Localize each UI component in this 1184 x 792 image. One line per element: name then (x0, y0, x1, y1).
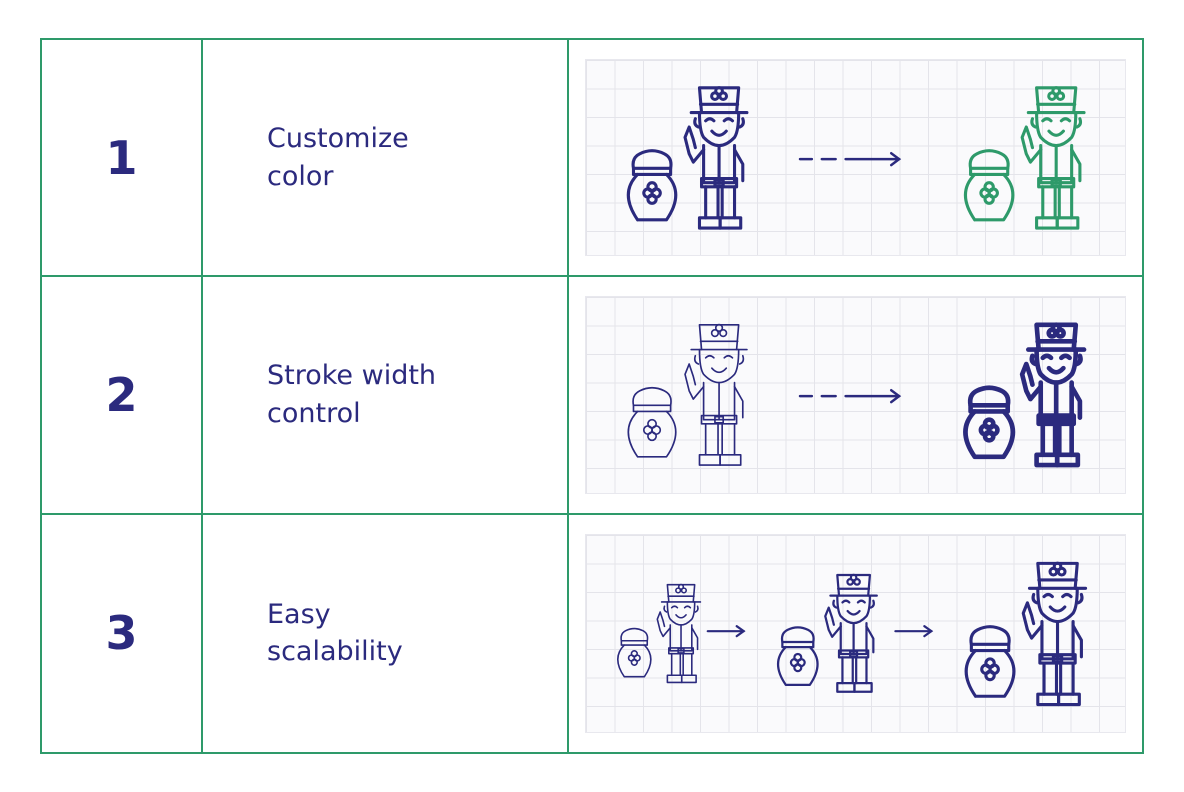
grid-panel (585, 59, 1126, 257)
leprechaun-medium-icon (776, 573, 878, 693)
leprechaun-navy-icon (626, 86, 749, 230)
row-number-2: 2 (42, 277, 203, 515)
demo-cell-easy-scalability (569, 515, 1142, 752)
grid-panel (585, 533, 1126, 733)
feature-label-easy-scalability: Easy scalability (203, 514, 569, 752)
leprechaun-small-icon (616, 583, 702, 683)
feature-label-line2: color (267, 160, 334, 192)
leprechaun-large-icon (964, 561, 1088, 706)
demo-illustration (627, 297, 1125, 492)
row-number-3: 3 (42, 514, 203, 752)
arrow-right-icon (706, 624, 746, 637)
demo-cell-customize-color (569, 40, 1142, 278)
arrow-right-icon (798, 389, 902, 404)
leprechaun-thin-stroke-icon (627, 324, 748, 467)
feature-label-line1: Customize (267, 122, 409, 154)
grid-panel (585, 296, 1126, 494)
feature-label-stroke-width: Stroke width control (203, 277, 569, 515)
feature-label-customize-color: Customize color (203, 40, 569, 278)
demo-illustration (626, 86, 1086, 230)
feature-label-line2: scalability (267, 636, 403, 668)
row-number-1: 1 (42, 40, 203, 278)
feature-label-line1: Easy (267, 598, 331, 630)
feature-label-line2: control (267, 397, 361, 429)
demo-illustration (616, 561, 1088, 706)
leprechaun-green-icon (963, 86, 1086, 230)
feature-label-line1: Stroke width (267, 360, 437, 392)
arrow-right-icon (894, 624, 934, 637)
arrow-right-icon (798, 151, 902, 167)
leprechaun-thick-stroke-icon (965, 325, 1084, 465)
demo-cell-stroke-width (569, 277, 1142, 515)
feature-table: 1 Customize color 2 Stroke width control (40, 38, 1144, 754)
